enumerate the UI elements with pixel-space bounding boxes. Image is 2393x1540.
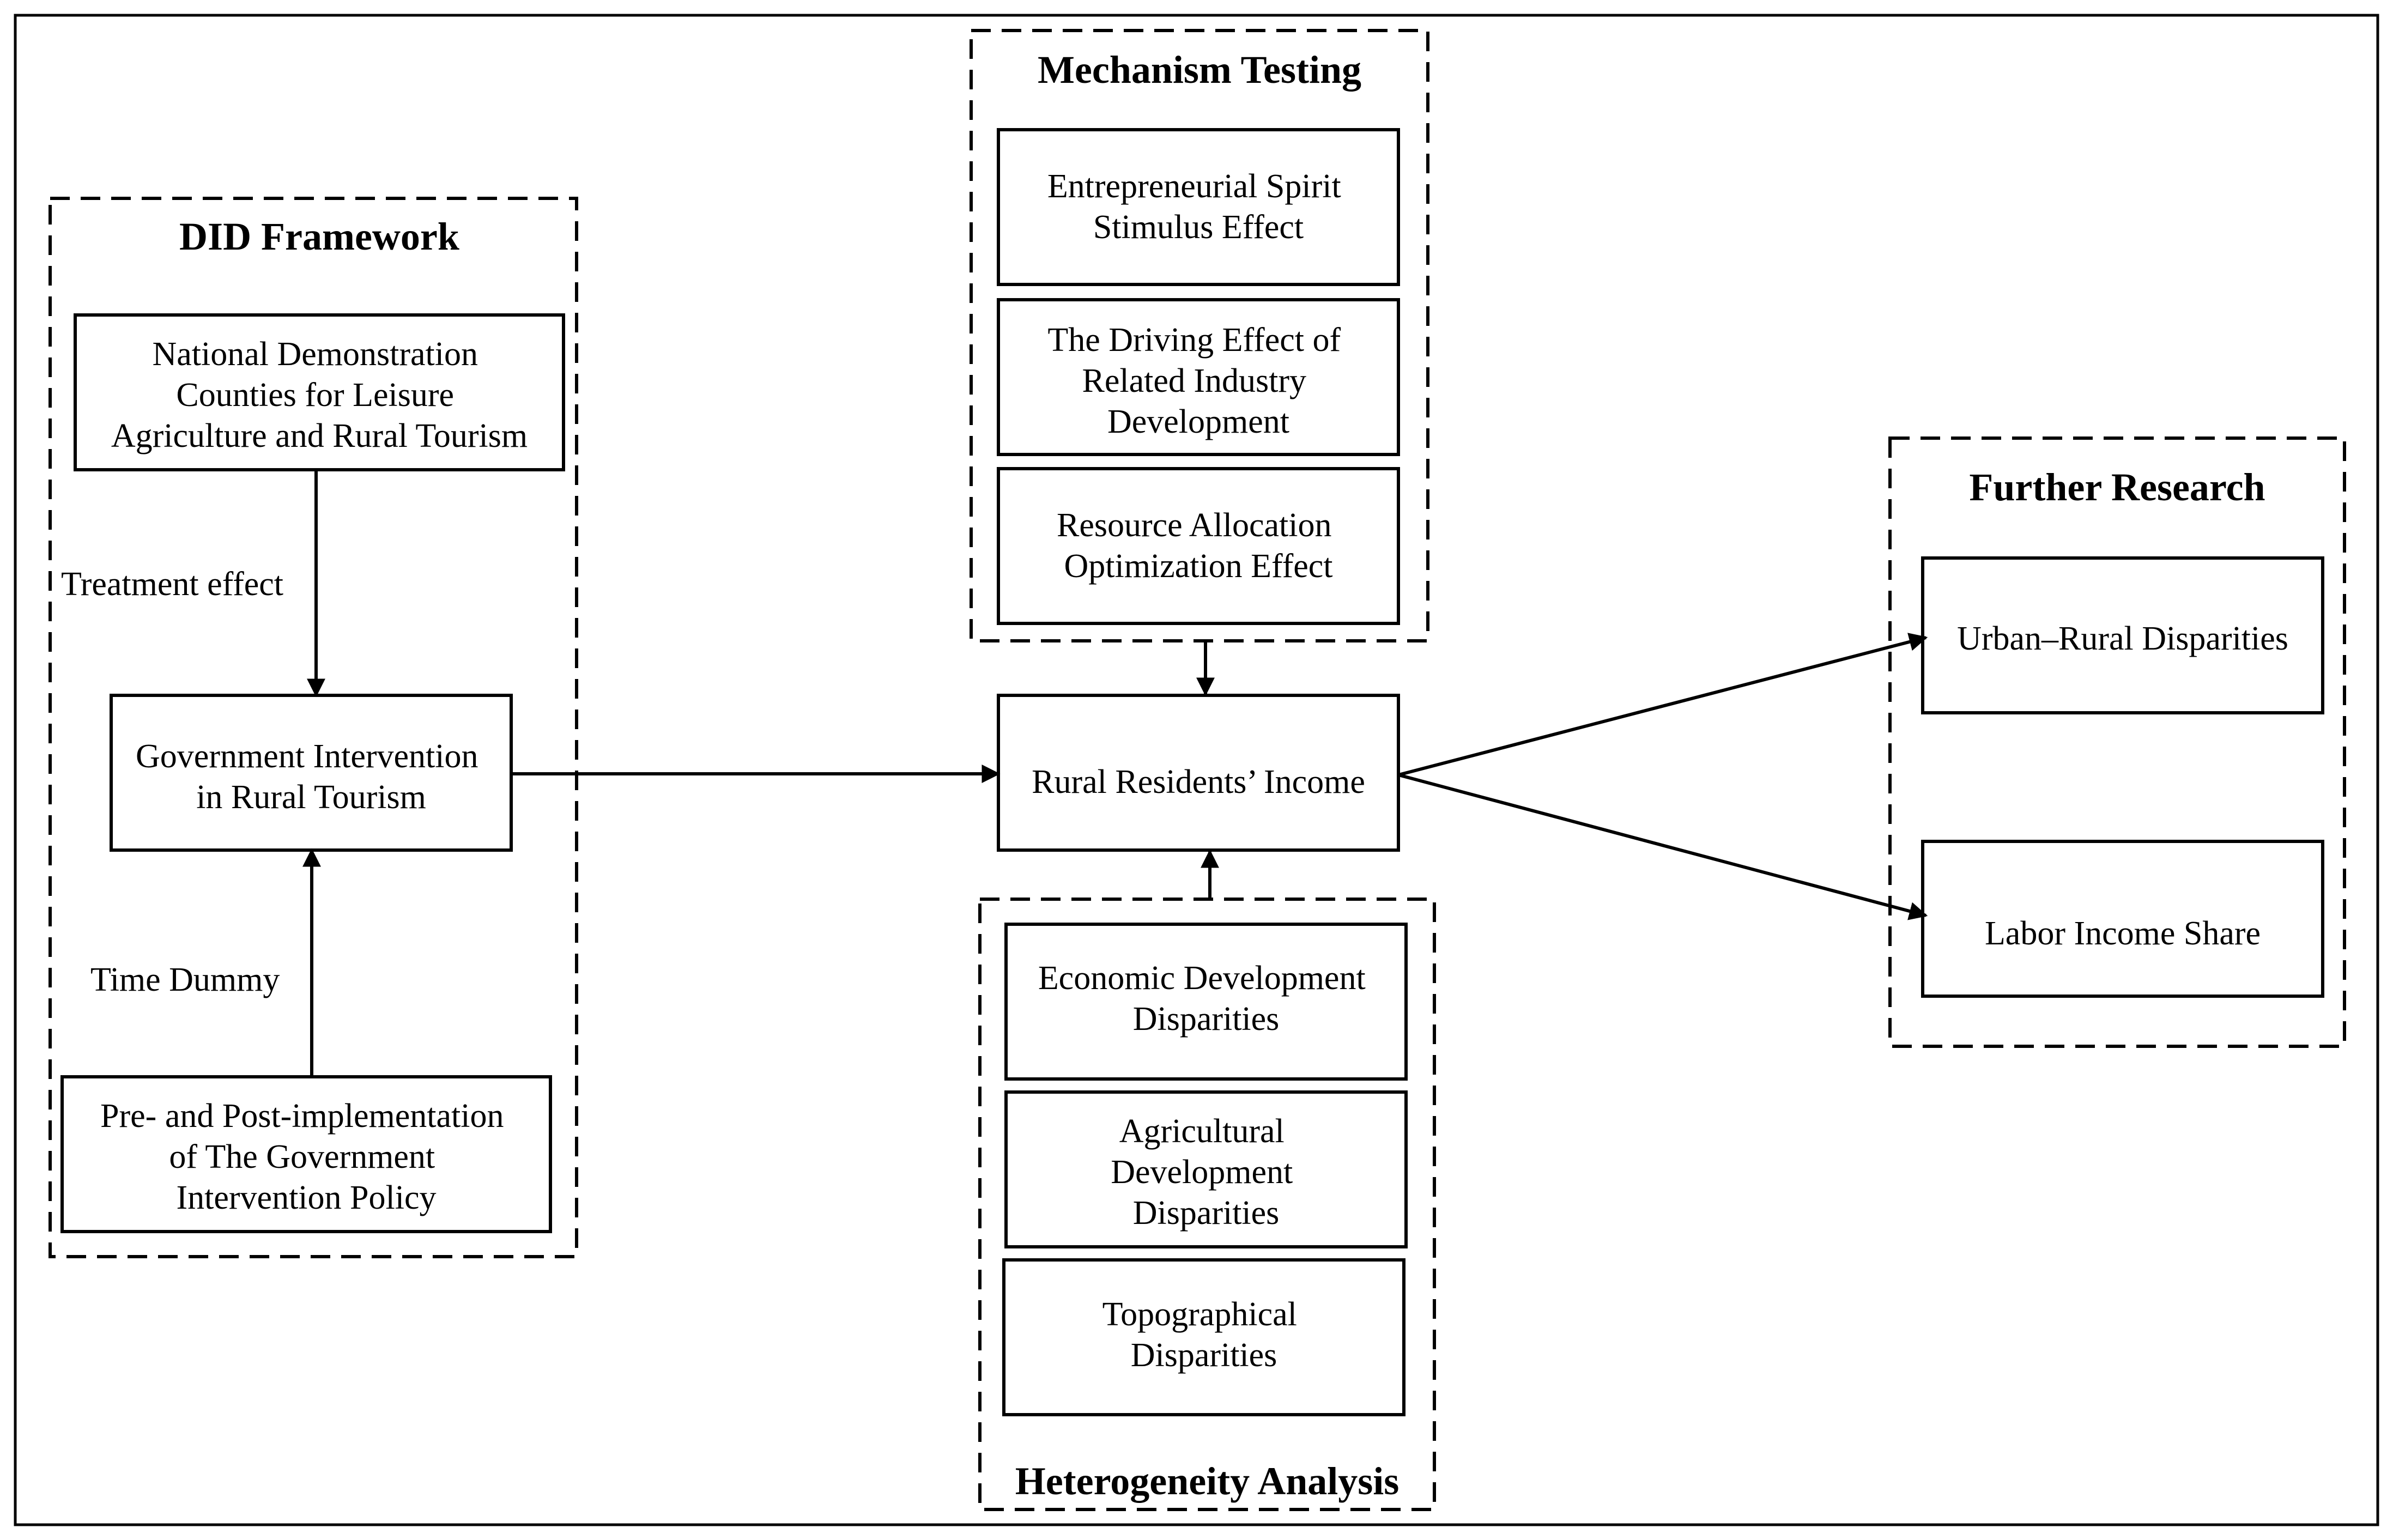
- mechanism-testing-group: [970, 29, 1429, 642]
- did-framework-title: DID Framework: [179, 215, 459, 258]
- did-framework-group: [49, 197, 578, 1258]
- labor-income-label: Labor Income Share: [1985, 915, 2261, 952]
- rural-income-box: [997, 694, 1400, 852]
- outer-frame: [14, 14, 2379, 1526]
- topographical-box: [1002, 1258, 1405, 1416]
- mechanism-testing-title: Mechanism Testing: [1038, 48, 1361, 92]
- heterogeneity-analysis-group: [978, 898, 1436, 1511]
- agricultural-dev-label: Agricultural Development Disparities: [1111, 1113, 1301, 1232]
- resource-allocation-label: Resource Allocation Optimization Effect: [1057, 507, 1340, 585]
- rural-income-label: Rural Residents’ Income: [1032, 763, 1365, 801]
- urban-rural-label: Urban–Rural Disparities: [1957, 620, 2288, 657]
- income-to-labor-income-arrow: [1398, 773, 1928, 920]
- topographical-label: Topographical Disparities: [1102, 1296, 1306, 1374]
- resource-allocation-box: [997, 467, 1400, 625]
- demo-counties-label: National Demonstration Counties for Leis…: [111, 336, 528, 454]
- driving-effect-label: The Driving Effect of Related Industry D…: [1047, 322, 1349, 440]
- labor-income-box: [1921, 840, 2324, 998]
- economic-dev-label: Economic Development Disparities: [1038, 960, 1374, 1038]
- time-dummy-label: Time Dummy: [90, 961, 280, 998]
- demo-counties-box: [74, 313, 565, 471]
- entrepreneurial-box: [997, 128, 1400, 286]
- further-research-title: Further Research: [1969, 465, 2265, 509]
- heterogeneity-analysis-title: Heterogeneity Analysis: [1015, 1459, 1400, 1503]
- further-research-group: [1888, 436, 2346, 1048]
- driving-effect-box: [997, 298, 1400, 456]
- economic-dev-box: [1004, 923, 1408, 1081]
- gov-intervention-label: Government Intervention in Rural Tourism: [136, 738, 487, 816]
- pre-post-label: Pre- and Post-implementation of The Gove…: [100, 1098, 512, 1216]
- entrepreneurial-label: Entrepreneurial Spirit Stimulus Effect: [1047, 168, 1349, 246]
- pre-post-box: [60, 1075, 552, 1233]
- income-to-urban-rural-arrow: [1398, 633, 1928, 777]
- treatment-effect-label: Treatment effect: [61, 566, 283, 603]
- agricultural-dev-box: [1004, 1090, 1408, 1248]
